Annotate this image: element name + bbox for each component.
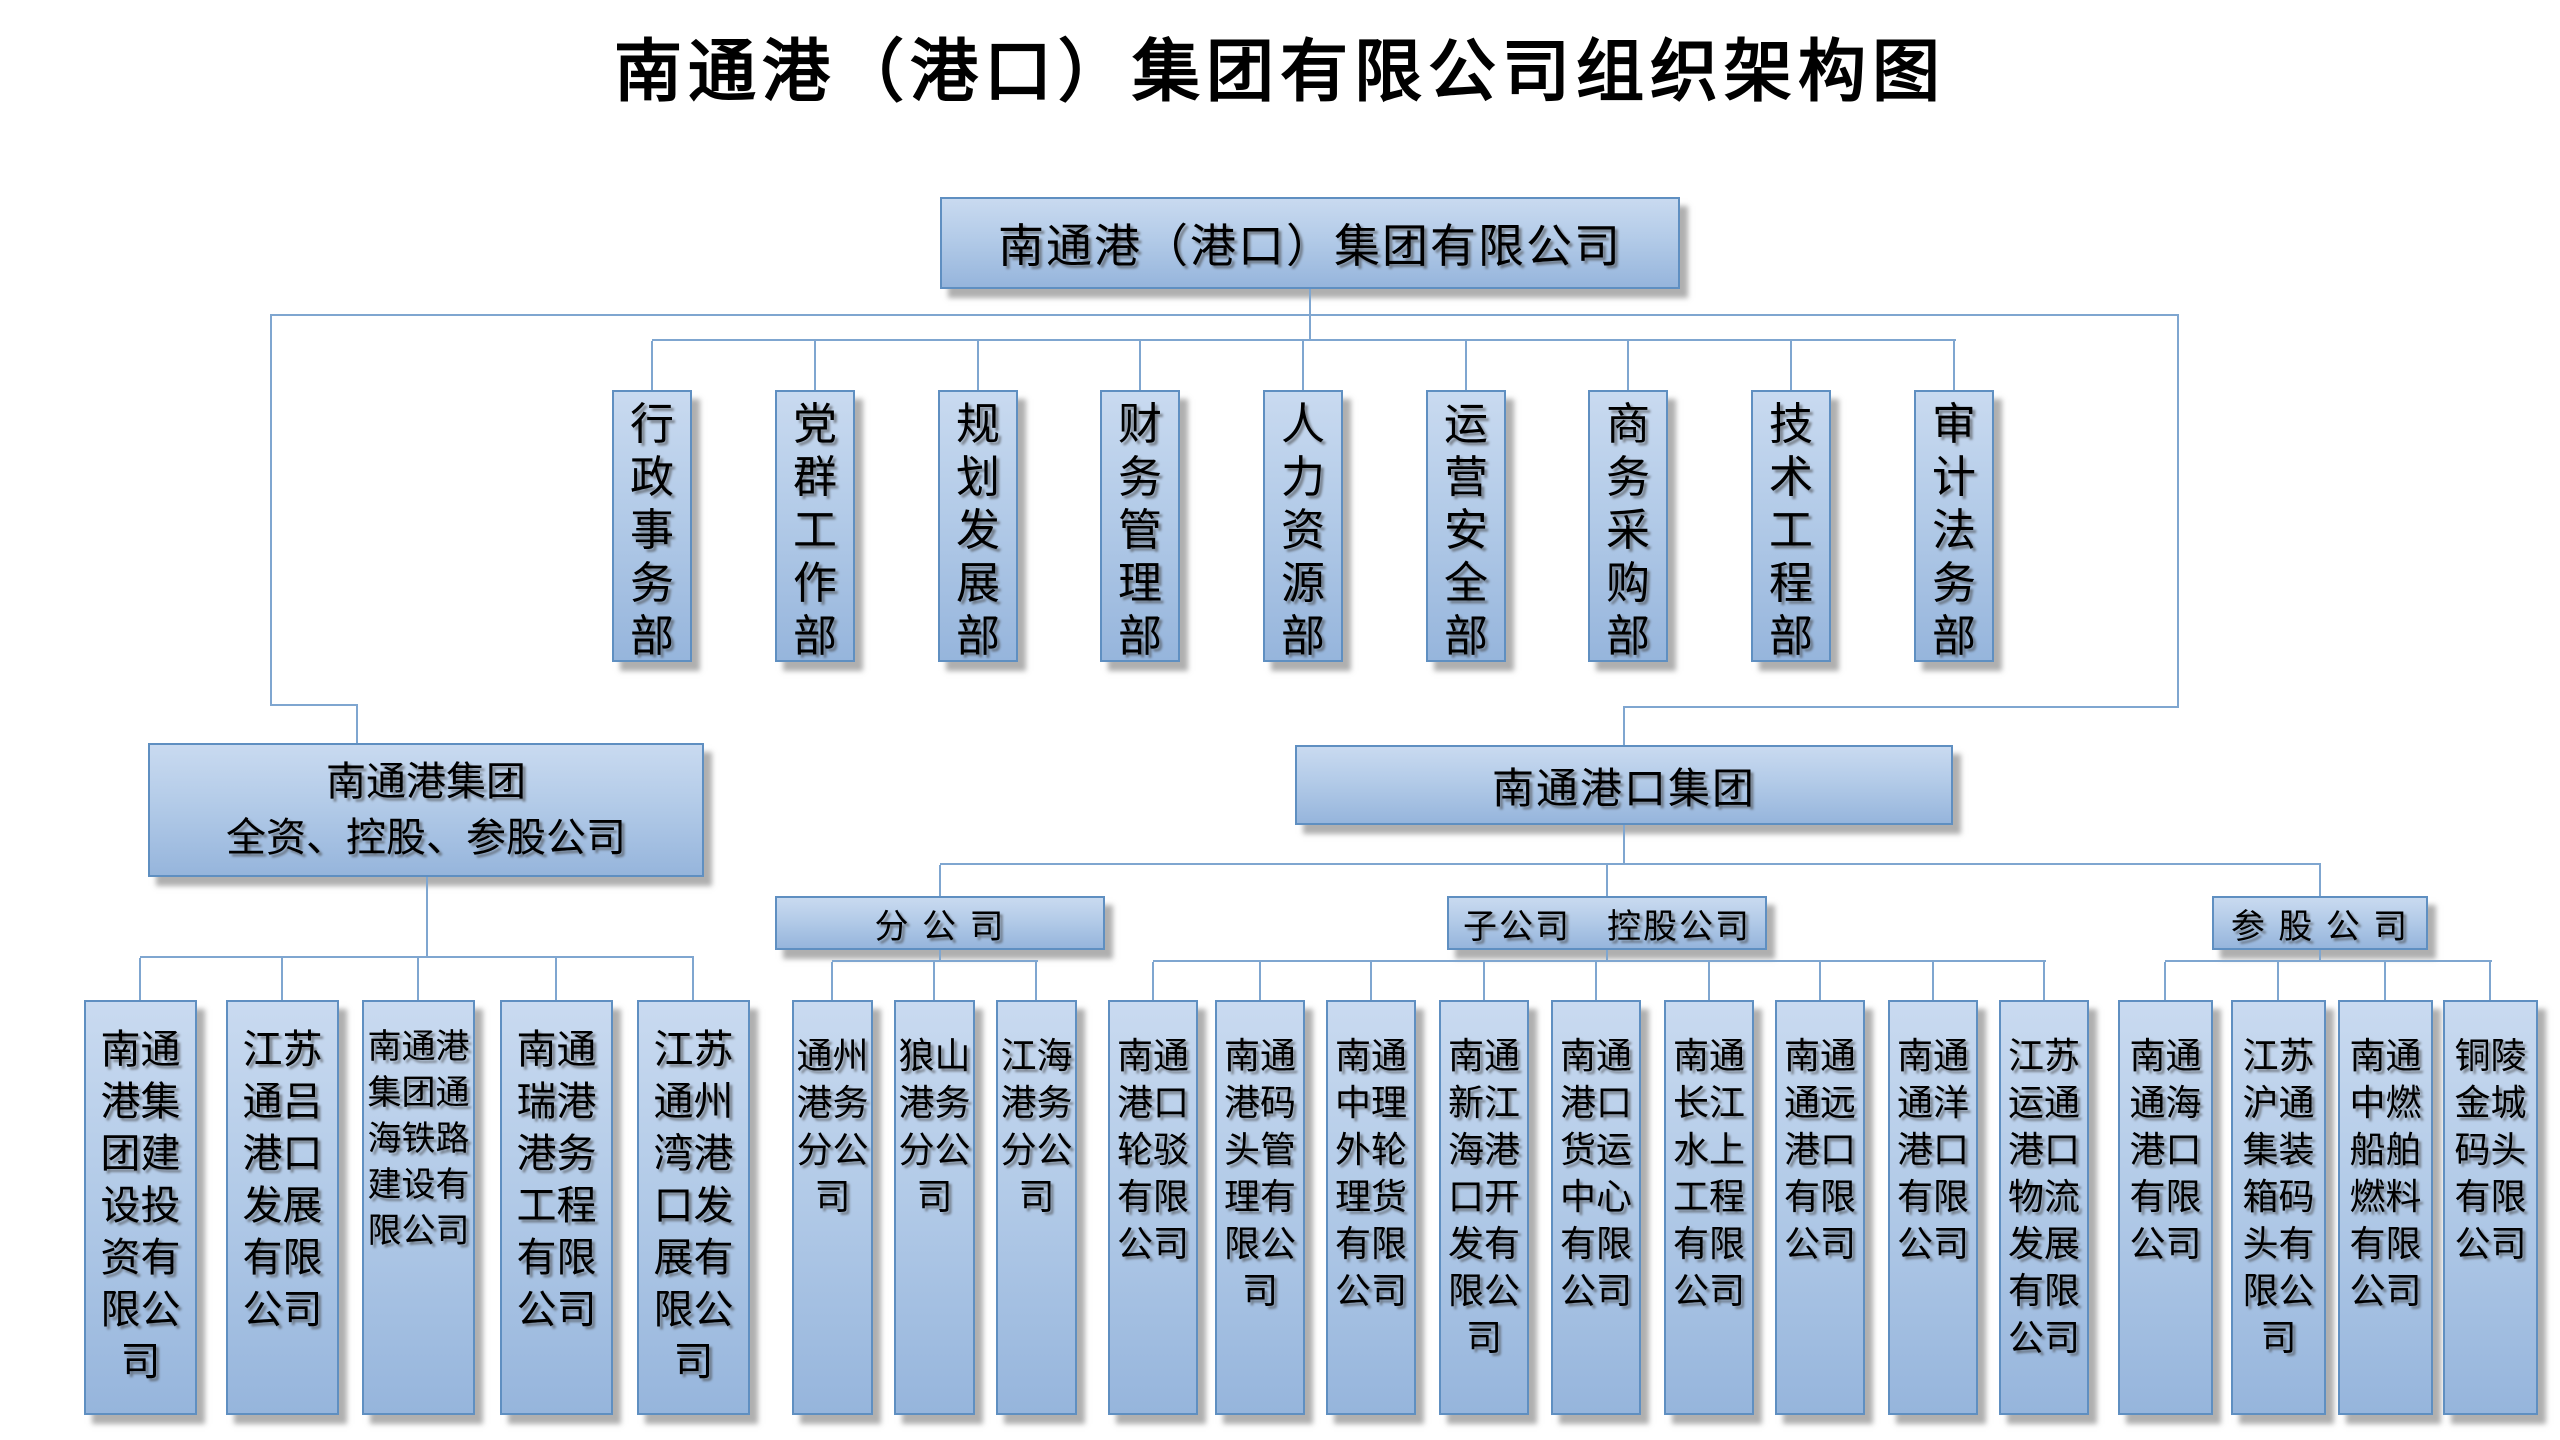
connector-line [940, 863, 2321, 865]
connector-line [140, 956, 694, 958]
category-box-subsidiary: 子公司 控股公司 [1447, 896, 1767, 950]
connector-line [1623, 706, 2179, 708]
connector-line [1595, 962, 1597, 1000]
connector-line [1623, 706, 1625, 745]
connector-line [1153, 960, 2046, 962]
company-box: 通州港务分公司 [792, 1000, 873, 1415]
connector-line [270, 314, 272, 706]
connector-line [1627, 341, 1629, 390]
category-box-shareholding: 参 股 公 司 [2212, 896, 2428, 950]
company-box: 南通长江水上工程有限公司 [1664, 1000, 1754, 1415]
connector-line [933, 962, 935, 1000]
company-box: 南通中理外轮理货有限公司 [1326, 1000, 1416, 1415]
connector-line [1370, 962, 1372, 1000]
connector-line [1259, 962, 1261, 1000]
connector-line [1606, 950, 1608, 962]
company-box: 江苏通州湾港口发展有限公司 [637, 1000, 750, 1415]
connector-line [832, 960, 1038, 962]
company-box: 江苏运通港口物流发展有限公司 [1999, 1000, 2089, 1415]
connector-line [939, 950, 941, 962]
connector-line [1708, 962, 1710, 1000]
company-box: 南通港口轮驳有限公司 [1108, 1000, 1198, 1415]
connector-line [2319, 950, 2321, 962]
department-box: 审计法务部 [1914, 390, 1994, 662]
connector-line [692, 958, 694, 1000]
connector-line [977, 341, 979, 390]
company-box: 江苏通吕港口发展有限公司 [226, 1000, 339, 1415]
connector-line [270, 704, 358, 706]
company-box: 江苏沪通集装箱码头有限公司 [2231, 1000, 2326, 1415]
root-company-box: 南通港（港口）集团有限公司 [940, 197, 1680, 289]
connector-line [1623, 825, 1625, 865]
connector-line [356, 704, 358, 743]
department-box: 行政事务部 [612, 390, 692, 662]
connector-line [1035, 962, 1037, 1000]
connector-line [2164, 962, 2166, 1000]
right-group-box: 南通港口集团 [1295, 745, 1953, 825]
department-box: 技术工程部 [1751, 390, 1831, 662]
connector-line [814, 341, 816, 390]
department-box: 规划发展部 [938, 390, 1018, 662]
company-box: 南通港集团建设投资有限公司 [84, 1000, 197, 1415]
connector-line [1152, 962, 1154, 1000]
connector-line [139, 958, 141, 1000]
connector-line [1606, 865, 1608, 896]
left-group-box: 南通港集团 全资、控股、参股公司 [148, 743, 704, 877]
connector-line [2043, 962, 2045, 1000]
connector-line [1819, 962, 1821, 1000]
connector-line [2277, 962, 2279, 1000]
company-box: 南通瑞港港务工程有限公司 [500, 1000, 613, 1415]
connector-line [417, 958, 419, 1000]
category-box-branch: 分 公 司 [775, 896, 1105, 950]
connector-line [2165, 960, 2492, 962]
connector-line [2489, 962, 2491, 1000]
connector-line [555, 958, 557, 1000]
connector-line [270, 314, 2179, 316]
company-box: 江海港务分公司 [996, 1000, 1077, 1415]
connector-line [2319, 865, 2321, 896]
connector-line [281, 958, 283, 1000]
department-box: 商务采购部 [1588, 390, 1668, 662]
connector-line [2177, 314, 2179, 708]
left-group-subtitle: 全资、控股、参股公司 [226, 816, 626, 860]
company-box: 南通中燃船舶燃料有限公司 [2338, 1000, 2433, 1415]
connector-line [426, 877, 428, 958]
company-box: 南通通洋港口有限公司 [1888, 1000, 1978, 1415]
company-box: 狼山港务分公司 [894, 1000, 975, 1415]
company-box: 南通通远港口有限公司 [1775, 1000, 1865, 1415]
connector-line [652, 339, 1956, 341]
connector-line [651, 341, 653, 390]
department-box: 党群工作部 [775, 390, 855, 662]
connector-line [2384, 962, 2386, 1000]
company-box: 南通通海港口有限公司 [2118, 1000, 2213, 1415]
connector-line [939, 865, 941, 896]
connector-line [1302, 341, 1304, 390]
connector-line [1483, 962, 1485, 1000]
connector-line [1953, 341, 1955, 390]
department-box: 财务管理部 [1100, 390, 1180, 662]
connector-line [1465, 341, 1467, 390]
company-box: 南通港集团通海铁路建设有限公司 [362, 1000, 475, 1415]
department-box: 人力资源部 [1263, 390, 1343, 662]
connector-line [1932, 962, 1934, 1000]
left-group-title: 南通港集团 [326, 760, 526, 804]
department-box: 运营安全部 [1426, 390, 1506, 662]
connector-line [1139, 341, 1141, 390]
page-title: 南通港（港口）集团有限公司组织架构图 [613, 34, 1946, 110]
company-box: 铜陵金城码头有限公司 [2443, 1000, 2538, 1415]
company-box: 南通港码头管理有限公司 [1215, 1000, 1305, 1415]
company-box: 南通港口货运中心有限公司 [1551, 1000, 1641, 1415]
connector-line [831, 962, 833, 1000]
company-box: 南通新江海港口开发有限公司 [1439, 1000, 1529, 1415]
connector-line [1790, 341, 1792, 390]
